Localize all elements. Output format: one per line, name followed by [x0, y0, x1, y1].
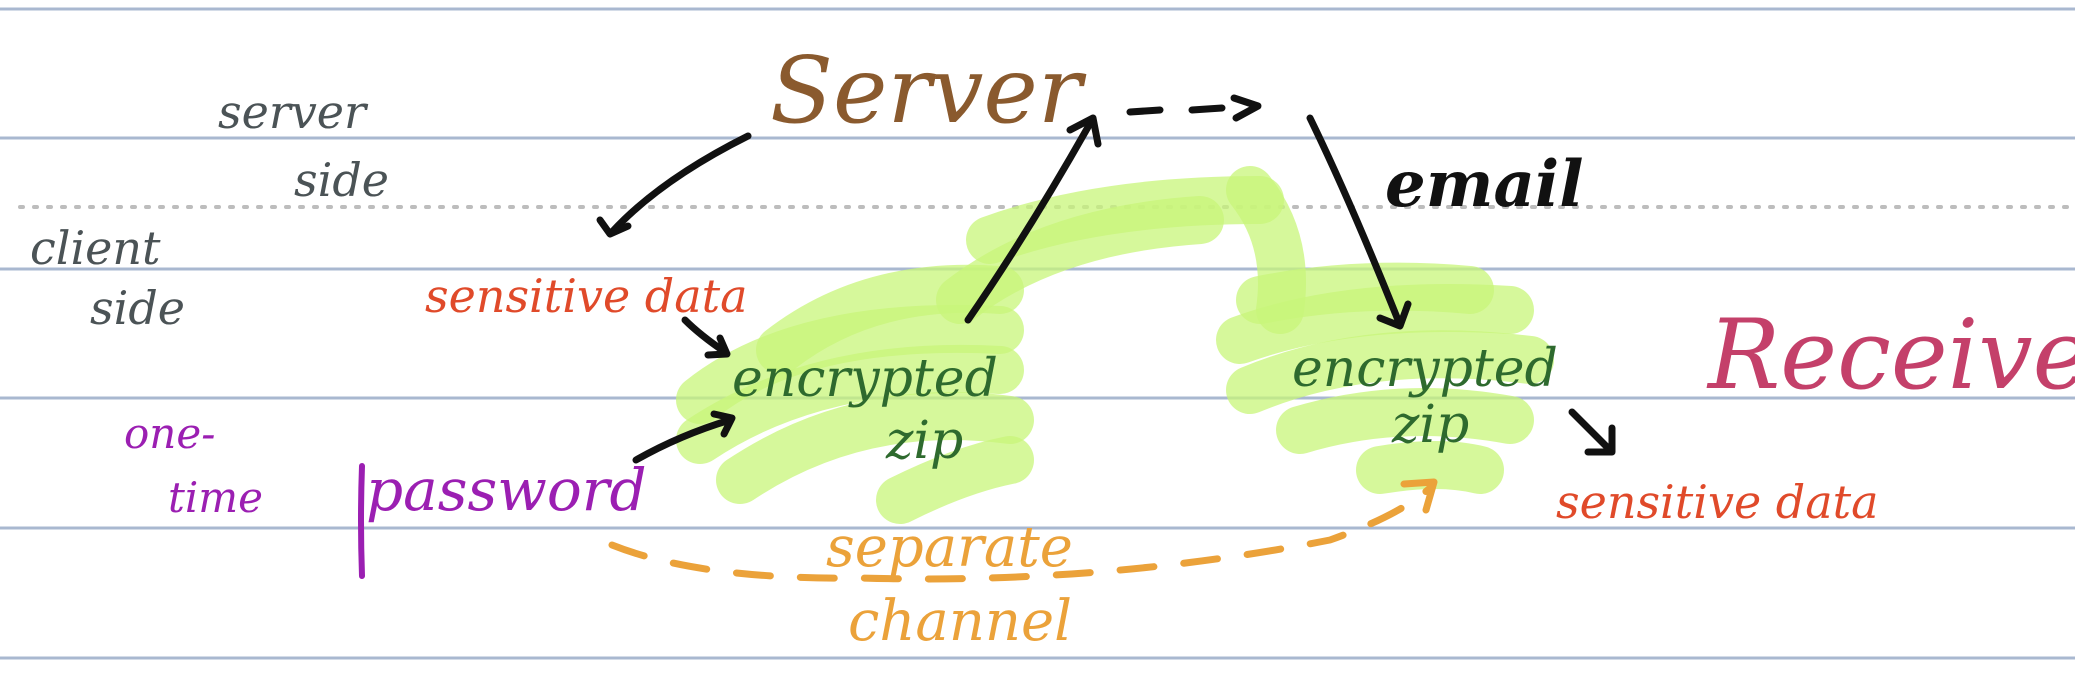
encrypted-zip-left: zip: [885, 411, 963, 471]
arrow-zip-to-data: [1568, 408, 1612, 452]
encrypted-zip-left: encrypted: [732, 349, 998, 409]
encrypted-zip-right: zip: [1391, 395, 1469, 455]
client-side-label: client: [30, 221, 161, 275]
sensitive-data-right: sensitive data: [1556, 475, 1879, 529]
dash: [1188, 104, 1226, 114]
client-side-label: side: [90, 281, 185, 335]
highlight-left: [676, 166, 1306, 524]
server-side-label: server: [218, 85, 369, 139]
email-label: email: [1385, 147, 1584, 222]
arrow-data-to-zip: [681, 316, 729, 356]
arrow-email-down: [1306, 114, 1402, 324]
server-title: Server: [770, 37, 1087, 144]
dash: [1126, 106, 1164, 116]
arrow-head: [1584, 424, 1616, 456]
password-label: password: [366, 456, 647, 524]
password-tail: [358, 463, 365, 579]
sensitive-data-left: sensitive data: [425, 269, 748, 323]
arrow-head: [704, 334, 731, 359]
arrow-zip-up: [964, 116, 1096, 324]
server-side-label: side: [294, 153, 389, 207]
arrow-head: [1376, 300, 1412, 330]
arrow-password-to-zip: [632, 416, 734, 464]
arrow-server-to-data: [608, 132, 752, 236]
black-arrows: [596, 94, 1616, 464]
arrow-head: [710, 410, 736, 438]
separate-channel-label: separate: [826, 515, 1073, 580]
arrow-head: [596, 216, 632, 238]
arrow-head: [1230, 94, 1262, 122]
highlight-right: [1216, 262, 1554, 494]
one-time-label: time: [168, 473, 263, 522]
encrypted-zip-right: encrypted: [1292, 339, 1558, 399]
arrow-head: [1066, 114, 1102, 148]
separate-channel-label: channel: [848, 589, 1072, 654]
receiver-title: Receiver: [1706, 299, 2075, 411]
separate-channel-arrow: [608, 478, 1438, 583]
one-time-label: one-: [124, 409, 215, 458]
